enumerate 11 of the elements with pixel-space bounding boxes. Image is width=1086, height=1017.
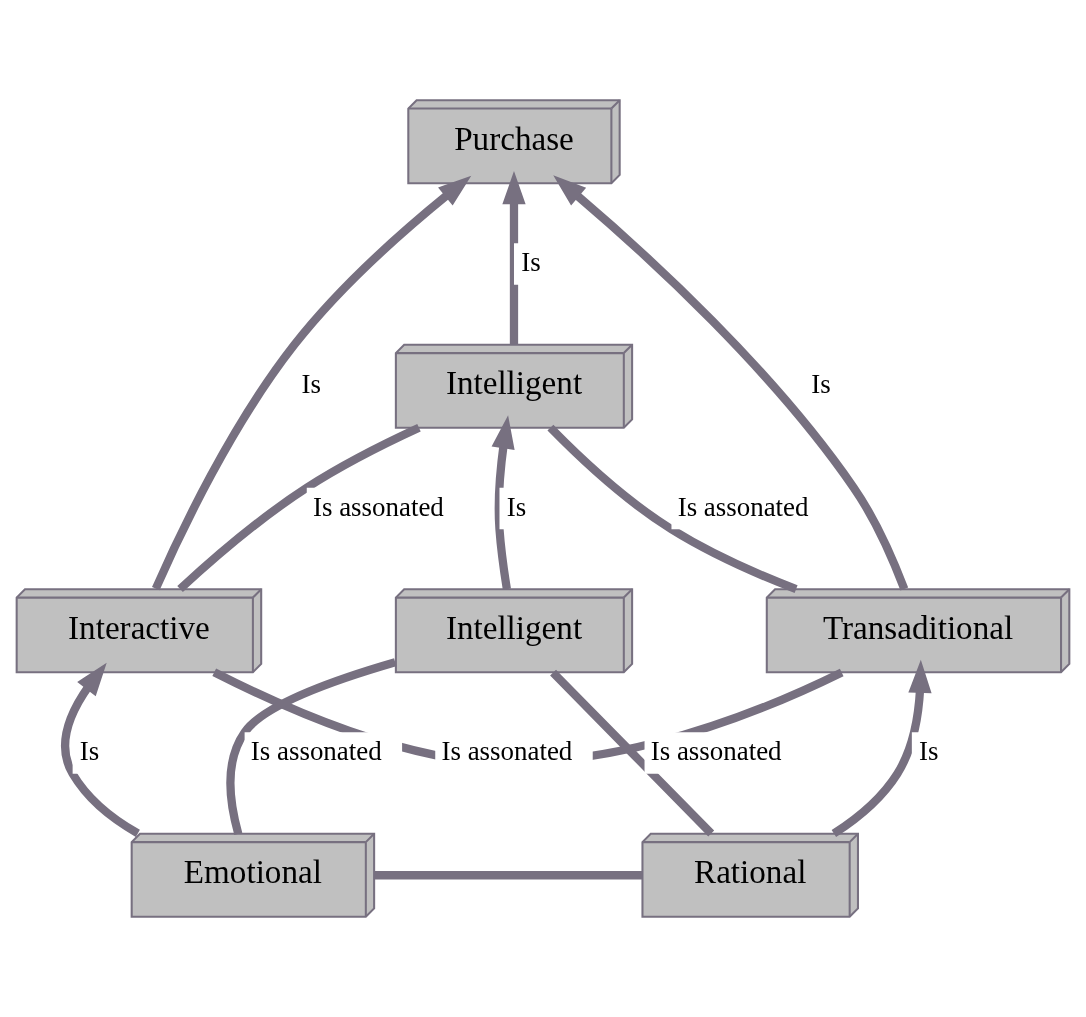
edge-label: Is [919, 736, 939, 767]
edge-label: Is [811, 369, 831, 400]
edge-label: Is [79, 736, 100, 767]
edge-label: Is assonated [312, 491, 444, 522]
edge-label: Is assonated [250, 736, 382, 767]
edge-label: Is [506, 491, 527, 522]
edge-label: Is assonated [650, 736, 782, 767]
edge-label: Is [521, 247, 541, 278]
edge-label: Is assonated [441, 736, 573, 767]
edge-label: Is [301, 369, 322, 400]
edge-label: Is assonated [677, 491, 809, 522]
